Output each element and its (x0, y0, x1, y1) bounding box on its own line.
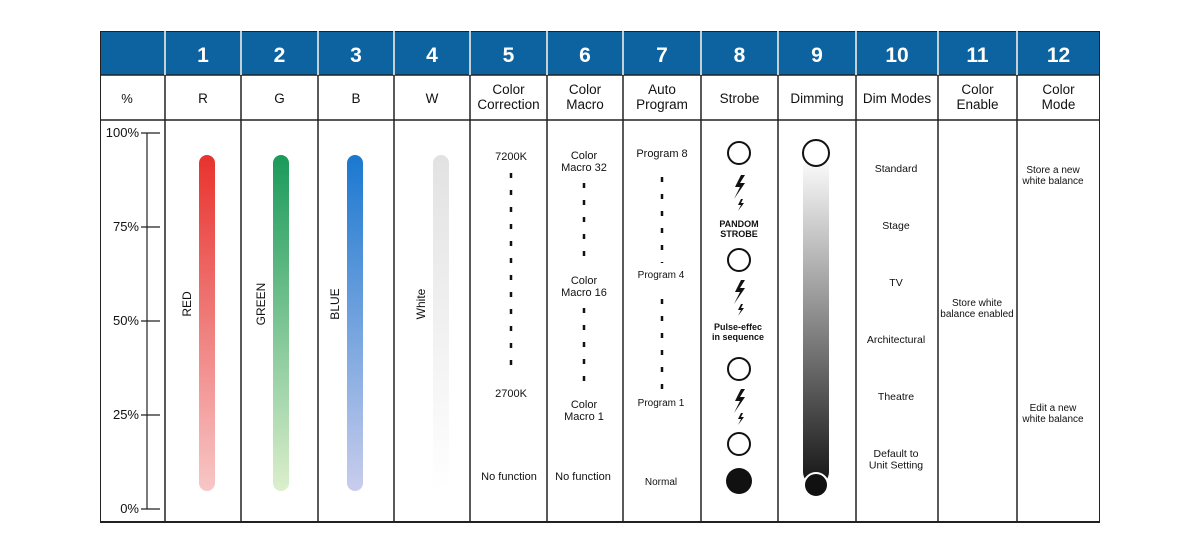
dim-mode-label: Stage (882, 220, 910, 232)
column-header: Dim Modes (863, 91, 932, 106)
column-number: 12 (1047, 44, 1070, 67)
scale-tick-label: 0% (120, 501, 139, 516)
channel-bar-label: White (414, 288, 428, 319)
ap-none-label: Normal (645, 477, 677, 488)
grid-lines (100, 31, 1100, 523)
lightning-icon (734, 389, 745, 413)
cc-top-label: 7200K (495, 151, 527, 163)
lightning-icon (734, 175, 745, 199)
channel-bar-label: RED (180, 291, 194, 317)
column-number: 1 (197, 44, 209, 67)
lightning-icon (734, 280, 745, 304)
channel-bar (433, 155, 449, 491)
scale-tick-label: 25% (113, 407, 139, 422)
dim-mode-label: Standard (875, 163, 918, 175)
dimming-circle-open (802, 139, 830, 167)
column-number: 6 (579, 44, 591, 67)
subheader-band (100, 75, 1100, 120)
channel-bar-label: BLUE (328, 288, 342, 319)
cc-none-label: No function (481, 471, 537, 483)
column-number: 4 (426, 44, 438, 67)
column-number: 3 (350, 44, 362, 67)
cc-bottom-label: 2700K (495, 388, 527, 400)
percent-scale: 100% 75% 50% 25% 0% (106, 125, 160, 516)
scale-tick-label: 75% (113, 219, 139, 234)
ap-bottom-label: Program 1 (638, 398, 685, 409)
column-header: G (274, 91, 285, 106)
channel-bar (273, 155, 289, 491)
cm-none-label: No function (555, 471, 611, 483)
auto-program-column: Program 8 Program 4 Program 1 Normal (636, 148, 687, 488)
column-number: 10 (885, 44, 908, 67)
column-header: R (198, 91, 208, 106)
lightning-icon (738, 304, 744, 316)
ap-mid-label: Program 4 (638, 270, 685, 281)
dim-mode-label: TV (889, 277, 902, 289)
scale-tick-label: 50% (113, 313, 139, 328)
color-correction-column: 7200K 2700K No function (481, 151, 537, 483)
channel-bar (199, 155, 215, 491)
lightning-icon (738, 413, 744, 425)
dimming-circle-filled (803, 472, 829, 498)
column-number: 5 (503, 44, 515, 67)
ap-top-label: Program 8 (636, 148, 687, 160)
rgbw-bars: RED GREEN BLUE White (180, 155, 449, 491)
column-number: 9 (811, 44, 823, 67)
column-number: 11 (966, 44, 989, 67)
dim-mode-label: Architectural (867, 334, 925, 346)
channel-bar (347, 155, 363, 491)
strobe-circle-filled (726, 468, 752, 494)
lightning-icon (738, 199, 744, 211)
column-header: B (351, 91, 360, 106)
column-number: 2 (274, 44, 286, 67)
channel-bar-label: GREEN (254, 283, 268, 326)
strobe-circle-open-2 (727, 248, 751, 272)
dim-mode-label: Theatre (878, 391, 914, 403)
dimming-gradient-bar (803, 155, 829, 485)
column-number: 7 (656, 44, 668, 67)
header-band (100, 31, 1100, 75)
column-header: W (426, 91, 439, 106)
column-header: Strobe (720, 91, 760, 106)
column-header: Dimming (790, 91, 843, 106)
strobe-circle-open-4 (727, 432, 751, 456)
dimming-column (802, 139, 830, 498)
column-number: 8 (734, 44, 746, 67)
table-border (100, 31, 1100, 523)
scale-tick-label: 100% (106, 125, 140, 140)
units-header: % (121, 91, 133, 106)
strobe-circle-open-3 (727, 357, 751, 381)
strobe-circle-open-1 (727, 141, 751, 165)
